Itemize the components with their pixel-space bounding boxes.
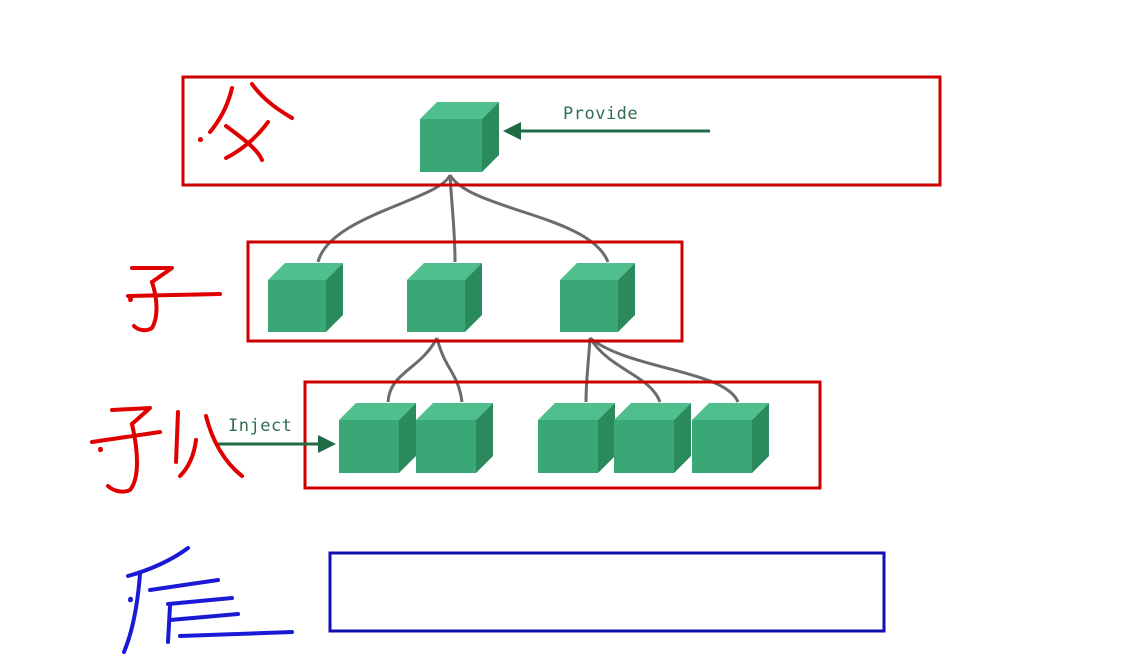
child-component-cube-3 (560, 263, 635, 332)
grandchild-component-cube-1 (339, 403, 416, 473)
handwritten-parent-annotation: 父 (198, 82, 294, 162)
grandchild-component-cube-3 (538, 403, 615, 473)
inject-label: Inject (228, 416, 292, 436)
tree-lines (316, 174, 740, 403)
handwritten-grandchild-annotation: 孙 (90, 406, 244, 494)
parent-layer-box (181, 75, 942, 187)
tree-line-child3-grand3 (584, 337, 592, 403)
child-component-cube-2 (407, 263, 482, 332)
handwritten-descendant-annotation: 后 (122, 546, 294, 654)
handwritten-parent-text: 父 (200, 139, 201, 141)
handwritten-child-annotation: 子 (126, 266, 222, 333)
handwritten-descendant-text: 后 (130, 598, 131, 601)
tree-line-root-child3 (448, 174, 610, 263)
grandchild-component-cube-5 (692, 403, 769, 473)
grandchild-component-cube-4 (614, 403, 691, 473)
child-component-cube-1 (268, 263, 343, 332)
component-cubes (268, 102, 769, 473)
handwritten-grandchild-text: 孙 (100, 448, 101, 451)
tree-line-child2-grand1 (386, 337, 439, 403)
root-component-cube (420, 102, 499, 172)
tree-line-root-child1 (316, 174, 452, 263)
tree-line-child2-grand2 (435, 337, 464, 403)
grandchild-component-cube-2 (416, 403, 493, 473)
tree-line-child3-grand4 (588, 337, 662, 403)
tree-line-root-child2 (448, 174, 457, 263)
descendant-layer-box (328, 551, 886, 633)
provide-label: Provide (563, 104, 638, 124)
handwritten-child-text: 子 (130, 298, 131, 301)
child-layer-box (246, 240, 684, 343)
tree-line-child3-grand5 (589, 336, 740, 403)
grandchild-layer-box (303, 380, 822, 490)
